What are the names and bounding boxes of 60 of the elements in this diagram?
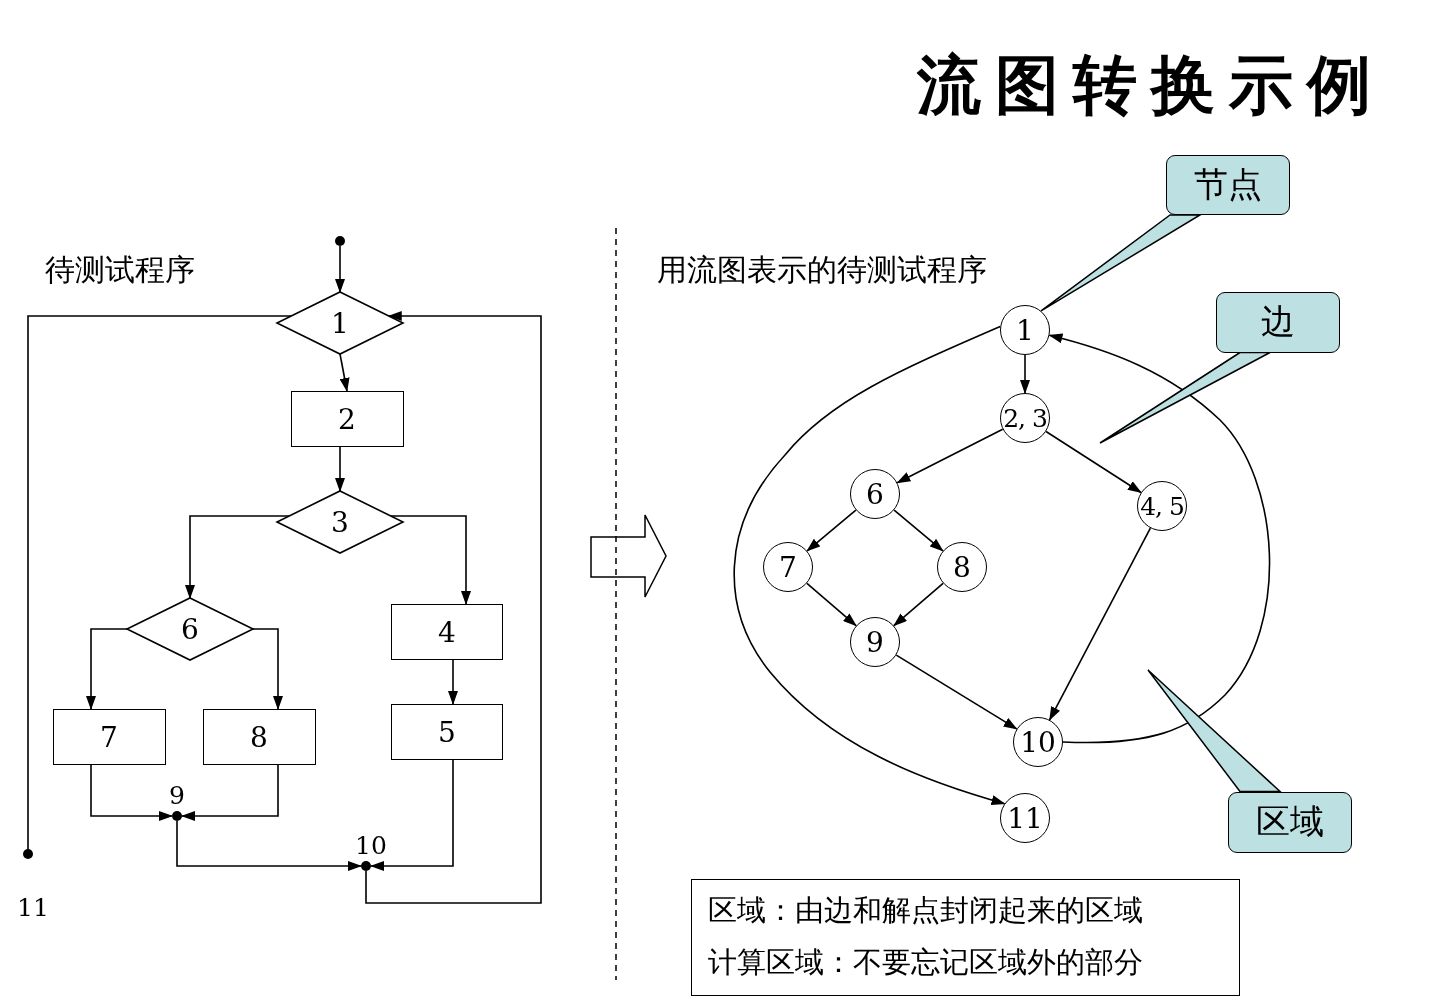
callout-pointer (1040, 214, 1203, 312)
arrow (1045, 430, 1142, 494)
note-text: 计算区域：不要忘记区域外的部分 (707, 943, 1143, 981)
flow-node-circle: 9 (850, 617, 900, 667)
callout-box: 节点 (1166, 155, 1290, 215)
heading-label: 待测试程序 (45, 251, 195, 289)
arrow (390, 515, 471, 605)
heading-label: 用流图表示的待测试程序 (657, 251, 987, 289)
flow-node-circle: 4, 5 (1137, 481, 1187, 531)
node-label: 9 (169, 780, 185, 810)
arrow (733, 325, 1006, 805)
junction-dot (335, 236, 345, 246)
flow-node-circle: 10 (1013, 717, 1063, 767)
flow-node-circle: 7 (763, 542, 813, 592)
arrow (1048, 527, 1152, 721)
arrow (365, 311, 542, 904)
arrow (90, 764, 173, 821)
arrow (893, 509, 944, 552)
arrow (252, 628, 283, 710)
arrow (895, 654, 1018, 730)
junction-dot (361, 861, 371, 871)
callout-pointer (1099, 351, 1271, 444)
junction-dot (172, 811, 182, 821)
arrow (339, 353, 350, 392)
decision-diamond: 1 (277, 292, 403, 354)
arrow (185, 515, 290, 599)
arrow (176, 820, 362, 871)
decision-diamond: 6 (127, 598, 253, 660)
flow-node-circle: 11 (1000, 793, 1050, 843)
arrow (1048, 333, 1271, 744)
arrow (1020, 354, 1030, 394)
node-label: 11 (17, 892, 49, 922)
arrow (806, 582, 857, 627)
flow-node-circle: 1 (1000, 305, 1050, 355)
decision-diamond: 3 (277, 491, 403, 553)
process-box: 2 (290, 391, 404, 447)
arrow (806, 509, 857, 552)
process-box: 8 (202, 709, 316, 765)
callout-pointer (1147, 669, 1282, 793)
arrow (448, 659, 458, 705)
arrow (893, 582, 944, 627)
arrow (86, 628, 128, 710)
arrow (181, 764, 279, 821)
arrow (335, 446, 345, 492)
process-box: 4 (391, 604, 503, 660)
flow-node-circle: 2, 3 (1000, 393, 1050, 443)
arrow (335, 245, 345, 293)
process-box: 5 (391, 704, 503, 760)
callout-box: 区域 (1228, 791, 1352, 853)
node-label: 10 (355, 830, 387, 860)
arrow (896, 428, 1004, 484)
arrow (370, 759, 454, 871)
note-box (690, 878, 1240, 996)
callout-box: 边 (1216, 291, 1340, 353)
junction-dot (23, 849, 33, 859)
note-text: 区域：由边和解点封闭起来的区域 (707, 892, 1143, 930)
title: 流图转换示例 (917, 46, 1385, 124)
flow-node-circle: 6 (850, 469, 900, 519)
flow-node-circle: 8 (937, 542, 987, 592)
process-box: 7 (52, 709, 166, 765)
